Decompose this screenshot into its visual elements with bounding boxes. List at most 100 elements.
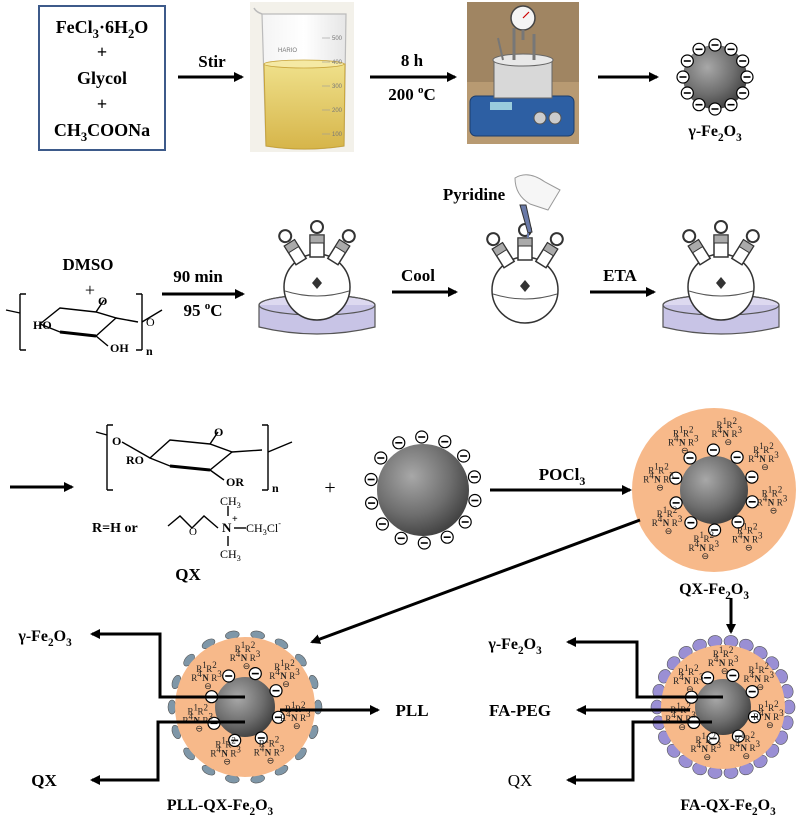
negative-charge-icon [708,38,722,52]
negative-charge-icon [458,515,473,529]
label-gamma-fe2o3: γ-Fe2O3 [687,123,742,144]
autoclave-photo [467,2,579,144]
label-qx: QX [175,565,201,584]
negative-charge-icon [735,54,750,68]
qx-link-o: O [112,434,121,448]
negative-charge-icon [375,517,390,531]
qx-fe2o3-particle [632,408,796,572]
label-qx-fe2o3: QX-Fe2O3 [679,581,749,602]
negative-charge-icon [248,666,263,681]
ring-o: O [98,294,107,308]
plus-dmso: + [85,280,95,300]
plus-1: + [97,42,107,62]
row2: DMSO + O HO OH n O 90 min 95 oC Cool [5,174,780,358]
label-stir: Stir [198,52,226,71]
negative-charge-icon [437,434,452,449]
pll-qx-fe2o3-particle [167,630,323,784]
beaker-mark-200: 200 [332,108,343,114]
plus-row3: + [324,477,335,499]
negative-charge-icon [373,451,388,465]
flask-in-bath-1 [258,220,376,335]
negative-charge-icon [269,683,283,698]
arrow-right-gamma [566,637,723,699]
negative-charge-icon [724,42,738,57]
negative-charge-icon [730,450,744,465]
ch3-bottom: CH3 [220,547,241,563]
qx-ring-o: O [214,425,223,439]
label-eta: ETA [603,266,637,285]
reagent-fecl3: FeCl3·6H2O [56,17,149,41]
label-fa-peg: FA-PEG [489,701,551,720]
arrow-left-gamma [90,629,245,699]
negative-charge-icon [735,86,750,100]
negative-charge-icon [708,102,722,116]
subscript-n: n [146,344,153,358]
label-95c: 95 oC [183,300,222,320]
label-8h: 8 h [401,51,424,70]
label-left-qx: QX [31,771,57,790]
negative-charge-icon [676,70,690,84]
r-definition: R=H or [92,521,138,536]
label-cool: Cool [401,266,435,285]
negative-charge-icon [684,515,698,530]
negative-charge-icon [456,449,471,463]
arrow-right-qx [566,720,712,785]
negative-charge-icon [364,496,379,510]
negative-charge-icon [440,530,455,545]
negative-charge-icon [468,493,482,508]
qx-structure: O O RO OR n R=H or O N + CH3 CH3Cl- CH3 … [92,424,293,584]
negative-charge-icon [740,70,754,84]
negative-charge-icon [417,536,432,550]
label-right-gamma: γ-Fe2O3 [487,636,542,657]
label-90min: 90 min [173,267,223,286]
negative-charge-icon [706,443,721,457]
label-pll: PLL [395,701,428,720]
oh-group: OH [110,341,129,355]
negative-charge-icon [414,430,429,444]
label-dmso: DMSO [63,255,114,274]
plus-2: + [97,94,107,114]
negative-charge-icon [467,470,482,484]
reagent-ch3coona: CH3COONa [54,120,150,144]
label-pll-qx-fe2o3: PLL-QX-Fe2O3 [167,797,274,815]
beaker-mark-400: 400 [332,60,343,66]
label-pocl3: POCl3 [539,465,586,488]
negative-charge-icon [692,97,706,112]
ho-group: HO [33,318,52,332]
quat-n: N [222,520,232,535]
negative-charge-icon [364,472,378,487]
ether-o: O [189,526,197,538]
bare-particle [364,430,482,550]
pipette-icon [514,174,561,238]
negative-charge-icon [692,42,706,57]
flask-cool [483,223,567,324]
ro-group: RO [126,453,144,467]
row3: O O RO OR n R=H or O N + CH3 CH3Cl- CH3 … [10,408,796,602]
ch3-top: CH3 [220,494,241,510]
beaker-photo: 500 400 300 200 100 HARIO [250,2,354,152]
reagent-box [38,5,166,151]
negative-charge-icon [680,54,695,68]
beaker-mark-100: 100 [332,132,343,138]
negative-charge-icon [394,531,409,546]
row4-right: γ-Fe2O3 FA-PEG QX FA-QX-Fe2O3 [487,635,796,815]
label-200c: 200 oC [388,84,436,104]
link-o: O [146,315,155,329]
ch3cl: CH3Cl- [246,519,281,537]
flask-in-bath-2 [662,220,780,335]
negative-charge-icon [680,86,695,100]
beaker-mark-500: 500 [332,36,343,42]
arrow-left-qx [90,720,245,785]
fa-qx-fe2o3-particle [650,635,796,779]
quat-plus: + [232,514,238,525]
negative-charge-icon [391,435,406,450]
beaker-mark-300: 300 [332,84,343,90]
row4-left: γ-Fe2O3 QX PLL PLL-QX-Fe2O3 [17,628,428,815]
negative-charge-icon [221,669,236,683]
arrow-to-pll [310,518,641,644]
negative-charge-icon [745,470,759,484]
cellulose-structure: O HO OH n O [5,293,163,358]
label-fa-qx-fe2o3: FA-QX-Fe2O3 [680,797,776,815]
qx-subscript-n: n [272,481,279,495]
